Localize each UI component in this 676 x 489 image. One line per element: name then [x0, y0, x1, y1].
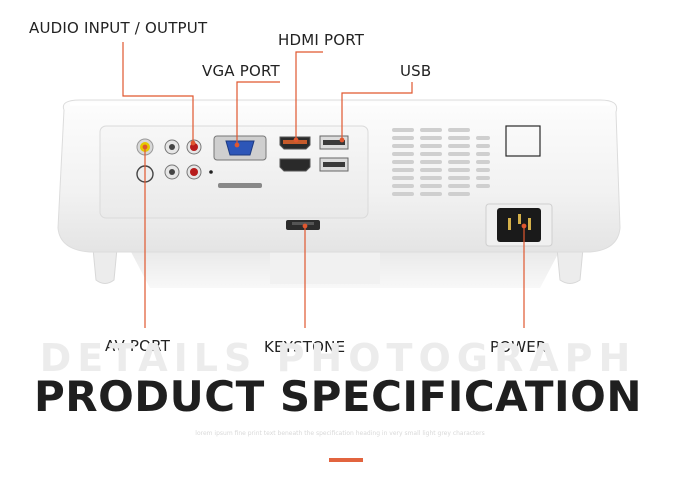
- projector-base: [130, 250, 560, 288]
- keystone-callout-label: KEYSTONE: [264, 338, 346, 356]
- av-callout-label: AV PORT: [105, 337, 171, 355]
- audio-callout-label: AUDIO INPUT / OUTPUT: [29, 19, 208, 37]
- fine-print: lorem ipsum fine print text beneath the …: [195, 430, 485, 437]
- usb-ports: [319, 135, 349, 172]
- vent-grille: [392, 128, 490, 196]
- callout-lines: [122, 42, 527, 328]
- power-callout-label: POWER: [490, 338, 547, 356]
- vga-port: [213, 135, 267, 188]
- usb-callout-label: USB: [400, 62, 432, 80]
- vga-callout-label: VGA PORT: [202, 62, 280, 80]
- label-plate: [505, 125, 541, 157]
- hdmi-ports: [279, 136, 311, 172]
- accent-dash: [329, 458, 363, 462]
- page-title: PRODUCT SPECIFICATION: [33, 372, 643, 421]
- ghost-heading: DETAILS PHOTOGRAPH: [39, 336, 637, 380]
- power-socket: [485, 203, 553, 247]
- audio-ports: [164, 139, 213, 180]
- hdmi-callout-label: HDMI PORT: [278, 31, 365, 49]
